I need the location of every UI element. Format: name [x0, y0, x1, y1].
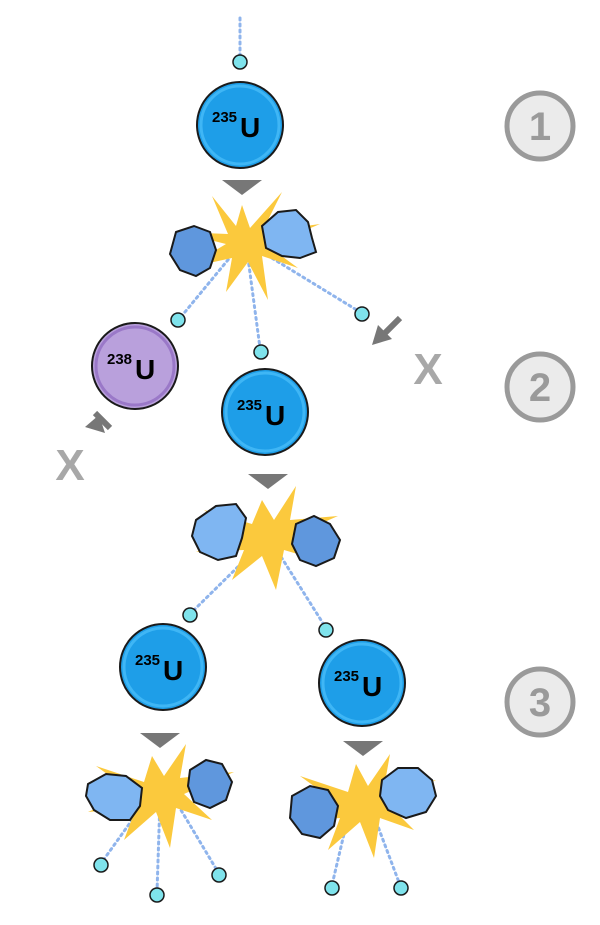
fission-fragment	[260, 208, 318, 260]
neutron	[170, 312, 186, 328]
neutron	[232, 54, 248, 70]
step-badge-2: 2	[504, 351, 576, 423]
x-mark-left: X	[55, 441, 84, 490]
u235-nucleus	[221, 368, 309, 456]
x-mark-right: X	[413, 345, 442, 394]
step-circle	[504, 666, 576, 738]
step-circle	[504, 351, 576, 423]
down-arrow-icon	[343, 741, 383, 756]
neutron	[393, 880, 409, 896]
fission-flash	[196, 486, 338, 590]
neutron	[354, 306, 370, 322]
u235-nucleus	[318, 639, 406, 727]
mass-number: 235	[334, 668, 359, 685]
fission-fragment	[186, 758, 234, 810]
nucleus-u235-b: 235 U	[221, 368, 309, 456]
neutron	[253, 344, 269, 360]
step-number: 2	[529, 366, 551, 410]
u238-nucleus	[91, 322, 179, 410]
element-symbol: U	[135, 354, 155, 385]
element-symbol: U	[265, 400, 285, 431]
neutron-path	[246, 256, 262, 350]
nucleus-highlight	[199, 84, 281, 166]
u235-nucleus	[119, 623, 207, 711]
fission-flash	[292, 754, 436, 858]
down-arrow-icon	[248, 474, 288, 489]
element-symbol: U	[163, 655, 183, 686]
element-symbol: U	[362, 671, 382, 702]
arrow-shaft	[92, 410, 113, 431]
step-badge-1: 1	[504, 90, 576, 162]
arrow-left-down-icon	[85, 415, 105, 433]
neutron-path	[178, 253, 234, 320]
mass-number: 238	[107, 351, 132, 368]
nucleus-highlight	[94, 325, 176, 407]
neutron-path	[260, 250, 362, 314]
fission-flash	[88, 744, 234, 848]
neutron-path	[276, 550, 328, 630]
fission-event-3	[84, 744, 234, 848]
fission-event-4	[288, 754, 438, 858]
mass-number: 235	[237, 397, 262, 414]
neutron	[318, 622, 334, 638]
u235-nucleus	[196, 81, 284, 169]
neutron	[324, 880, 340, 896]
neutron	[182, 607, 198, 623]
fission-fragment	[190, 502, 248, 562]
mass-number: 235	[135, 652, 160, 669]
arrow-right-down-icon	[372, 325, 392, 345]
step-number: 1	[529, 105, 551, 149]
fission-fragment	[288, 784, 340, 840]
nucleus-u235-a: 235 U	[196, 81, 284, 169]
fission-fragment	[84, 772, 144, 821]
neutron	[211, 867, 227, 883]
mass-number: 235	[212, 109, 237, 126]
element-symbol: U	[240, 112, 260, 143]
fission-fragment	[290, 514, 342, 568]
nucleus-u238-a: 238 U	[91, 322, 179, 410]
nucleus-u235-d: 235 U	[318, 639, 406, 727]
down-arrow-icon	[222, 180, 262, 195]
neutron	[93, 857, 109, 873]
arrow-shaft	[381, 315, 403, 337]
step-badge-3: 3	[504, 666, 576, 738]
fission-event-1	[168, 192, 320, 300]
step-number: 3	[529, 681, 551, 725]
nucleus-highlight	[224, 371, 306, 453]
step-circle	[504, 90, 576, 162]
nucleus-highlight	[122, 626, 204, 708]
fission-fragment	[168, 224, 218, 278]
fission-flash	[178, 192, 320, 300]
down-arrows	[140, 180, 383, 756]
neutrons	[93, 54, 409, 903]
nucleus-highlight	[321, 642, 403, 724]
fission-event-2	[190, 486, 342, 590]
down-arrow-icon	[140, 733, 180, 748]
neutron	[149, 887, 165, 903]
deflect-arrows	[85, 315, 403, 433]
fission-fragment	[378, 767, 438, 820]
nucleus-u235-c: 235 U	[119, 623, 207, 711]
